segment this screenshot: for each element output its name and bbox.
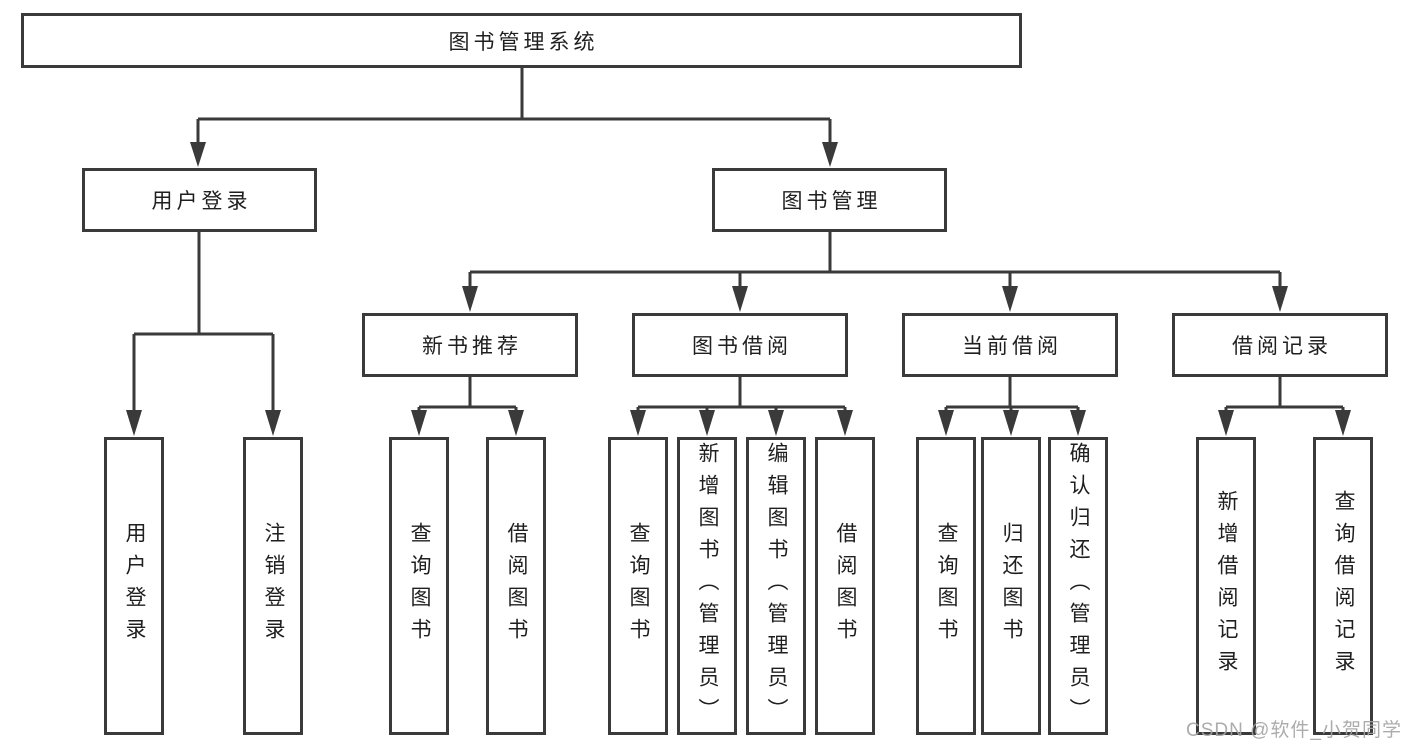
leaf-edit-books-admin: 编辑图书（管理员） — [746, 437, 806, 735]
node-borrow-records-label: 借阅记录 — [1232, 335, 1332, 358]
node-root-label: 图书管理系统 — [448, 30, 599, 54]
csdn-watermark: CSDN @软件_小贺同学 — [1186, 720, 1402, 741]
leaf-user-login: 用户登录 — [104, 437, 164, 735]
leaf-current-query-books: 查询图书 — [916, 437, 976, 735]
leaf-borrow-borrow-books: 借阅图书 — [815, 437, 875, 735]
leaf-add-books-admin: 新增图书（管理员） — [677, 437, 737, 735]
node-new-book-recommend-label: 新书推荐 — [422, 335, 522, 358]
leaf-confirm-return-admin: 确认归还（管理员） — [1048, 437, 1108, 735]
leaf-query-borrow-record-label: 查询借阅记录 — [1332, 490, 1355, 682]
leaf-user-login-label: 用户登录 — [123, 522, 146, 650]
node-borrow-records: 借阅记录 — [1172, 313, 1388, 377]
node-book-borrow: 图书借阅 — [632, 313, 848, 377]
connector-book-borrow-children — [630, 377, 853, 436]
leaf-newbook-query-books: 查询图书 — [389, 437, 449, 735]
node-user-login-label: 用户登录 — [151, 190, 252, 213]
node-new-book-recommend: 新书推荐 — [362, 313, 578, 377]
leaf-logout-label: 注销登录 — [262, 522, 285, 650]
leaf-borrow-borrow-books-label: 借阅图书 — [834, 522, 857, 650]
node-book-management: 图书管理 — [712, 168, 947, 232]
node-user-login: 用户登录 — [82, 168, 317, 232]
leaf-add-books-admin-label: 新增图书（管理员） — [696, 442, 719, 730]
leaf-current-query-books-label: 查询图书 — [935, 522, 958, 650]
node-book-management-label: 图书管理 — [781, 190, 882, 213]
connector-new-book-children — [411, 377, 524, 436]
leaf-confirm-return-admin-label: 确认归还（管理员） — [1067, 442, 1090, 730]
node-current-borrow: 当前借阅 — [902, 313, 1118, 377]
connector-root-to-level2 — [190, 68, 838, 167]
leaf-borrow-query-books-label: 查询图书 — [627, 522, 650, 650]
leaf-return-books-label: 归还图书 — [1000, 522, 1023, 650]
leaf-edit-books-admin-label: 编辑图书（管理员） — [765, 442, 788, 730]
node-current-borrow-label: 当前借阅 — [962, 335, 1062, 358]
leaf-newbook-borrow-books: 借阅图书 — [486, 437, 546, 735]
leaf-newbook-query-books-label: 查询图书 — [408, 522, 431, 650]
leaf-newbook-borrow-books-label: 借阅图书 — [505, 522, 528, 650]
leaf-add-borrow-record-label: 新增借阅记录 — [1215, 490, 1238, 682]
leaf-logout: 注销登录 — [243, 437, 303, 735]
connector-current-borrow-children — [938, 377, 1086, 436]
leaf-return-books: 归还图书 — [981, 437, 1041, 735]
connector-borrow-records-children — [1218, 377, 1351, 436]
connector-book-management-children — [462, 232, 1288, 312]
leaf-add-borrow-record: 新增借阅记录 — [1196, 437, 1256, 735]
node-book-borrow-label: 图书借阅 — [692, 335, 792, 358]
node-root-system: 图书管理系统 — [21, 13, 1022, 68]
connector-user-login-children — [126, 232, 281, 436]
leaf-borrow-query-books: 查询图书 — [608, 437, 668, 735]
leaf-query-borrow-record: 查询借阅记录 — [1313, 437, 1373, 735]
